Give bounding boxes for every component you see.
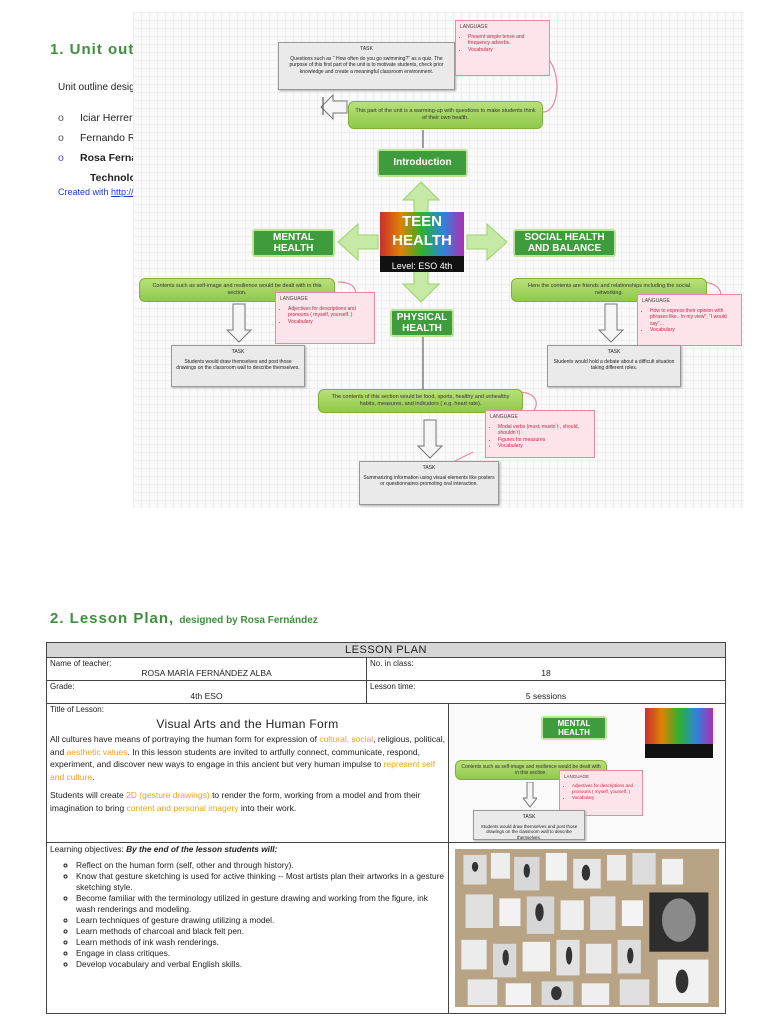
- mini-mental-box: MENTAL HEALTH: [541, 716, 607, 740]
- title-description-cell: Title of Lesson: Visual Arts and the Hum…: [47, 704, 449, 842]
- objectives-row: Learning objectives: By the end of the l…: [46, 842, 726, 1014]
- photo-cell: [449, 843, 725, 1013]
- objective-item: Learn techniques of gesture drawing util…: [76, 915, 445, 926]
- title-row: Title of Lesson: Visual Arts and the Hum…: [46, 703, 726, 843]
- objective-item: Reflect on the human form (self, other a…: [76, 860, 445, 871]
- social-language-box: LANGUAGE How to express their opinion wi…: [637, 294, 742, 346]
- mini-teen-health-logo: LANGUAGE: [645, 708, 713, 758]
- intro-note: This part of the unit is a warming-up wi…: [348, 101, 543, 129]
- grade-cell: Grade:4th ESO: [46, 680, 367, 704]
- arrow-left: [337, 222, 379, 262]
- lesson-time-cell: Lesson time:5 sessions: [366, 680, 726, 704]
- objectives-cell: Learning objectives: By the end of the l…: [47, 843, 449, 1013]
- mini-diagram: MENTAL HEALTH LANGUAGE Contents such as …: [449, 704, 725, 842]
- mini-language-box: LANGUAGE Adjectives for descriptions and…: [559, 770, 643, 816]
- physical-health-box: PHYSICAL HEALTH: [390, 309, 454, 337]
- class-size-cell: No. in class:18: [366, 657, 726, 681]
- classroom-drawings-photo: [455, 849, 719, 1007]
- objective-item: Engage in class critiques.: [76, 948, 445, 959]
- teen-health-logo: TEEN HEALTH Level: ESO 4th: [380, 212, 464, 272]
- physical-language-box: LANGUAGE Modal verbs (must, mustn´t , sh…: [485, 410, 595, 458]
- arrow-right: [466, 222, 508, 262]
- arrow-down: [401, 269, 441, 303]
- introduction-box: Introduction: [377, 149, 468, 177]
- lesson-paragraph-1: All cultures have means of portraying th…: [50, 734, 445, 782]
- objectives-list: Reflect on the human form (self, other a…: [50, 860, 445, 970]
- objective-item: Know that gesture sketching is used for …: [76, 871, 445, 893]
- lesson-plan-header: LESSON PLAN: [46, 642, 726, 658]
- objective-item: Learn methods of ink wash renderings.: [76, 937, 445, 948]
- objective-item: Become familiar with the terminology uti…: [76, 893, 445, 915]
- lesson-title: Visual Arts and the Human Form: [156, 717, 339, 731]
- mental-health-box: MENTAL HEALTH: [252, 229, 335, 257]
- teacher-cell: Name of teacher:ROSA MARÍA FERNÁNDEZ ALB…: [46, 657, 367, 681]
- lesson-paragraph-2: Students will create 2D (gesture drawing…: [50, 790, 421, 813]
- lesson-plan-table: LESSON PLAN Name of teacher:ROSA MARÍA F…: [46, 642, 726, 1014]
- physical-note: The contents of this section would be fo…: [318, 389, 523, 413]
- arrow-up: [401, 181, 441, 216]
- social-health-box: SOCIAL HEALTH AND BALANCE: [513, 229, 616, 257]
- designed-by-label: Unit outline designed by:: [58, 82, 168, 93]
- section-2-heading: 2. Lesson Plan, designed by Rosa Fernánd…: [50, 610, 318, 627]
- mental-language-box: LANGUAGE Adjectives for descriptions and…: [275, 292, 375, 344]
- objective-item: Learn methods of charcoal and black felt…: [76, 926, 445, 937]
- intro-language-box: LANGUAGE Present simple tense and freque…: [455, 20, 550, 76]
- objective-item: Develop vocabulary and verbal English sk…: [76, 959, 445, 970]
